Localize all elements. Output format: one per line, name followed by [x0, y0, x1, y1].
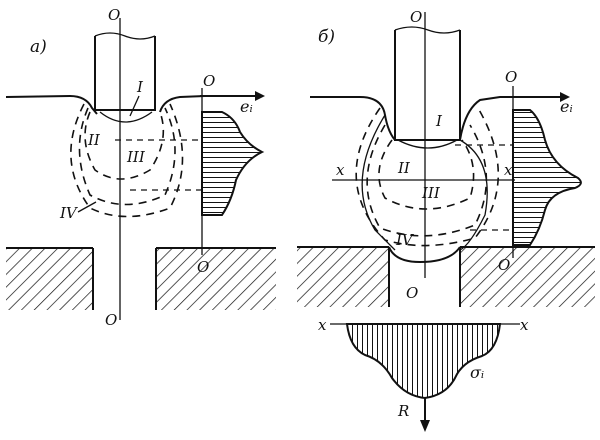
punch-b	[394, 30, 461, 141]
axis-o-top-a: O	[108, 6, 120, 24]
axis-o-bottom-b: O	[406, 284, 418, 302]
strain-profile-a	[201, 111, 265, 216]
die-left-b	[297, 247, 389, 307]
surface-a	[5, 94, 255, 115]
section-x-left-b: x	[336, 161, 345, 179]
zone-label-4a: IV	[59, 204, 79, 222]
zone-label-4b: IV	[395, 231, 415, 249]
zone-label-1a: I	[136, 78, 144, 96]
die-right-b	[460, 247, 595, 307]
section-x-right-b: x	[504, 161, 513, 179]
axis-o-right-top-a: O	[203, 72, 215, 90]
axis-o-top-b: O	[410, 8, 422, 26]
stress-x-right: x	[520, 316, 529, 334]
zone-label-3b: III	[421, 184, 441, 202]
panel-a-label: a)	[30, 37, 47, 57]
strain-label-b: eᵢ	[560, 97, 573, 116]
surface-b	[310, 96, 560, 141]
zone-label-1b: I	[435, 112, 443, 130]
punch-a	[94, 36, 156, 111]
axis-o-bottom-a: O	[105, 311, 117, 329]
panel-b-label: б)	[318, 27, 335, 47]
zone-outline-4b	[355, 107, 500, 247]
axis-o-right-bottom-b: O	[498, 256, 510, 274]
axis-o-right-top-b: O	[505, 68, 517, 86]
zone-label-2b: II	[397, 159, 411, 177]
panel-b: б) O O O	[297, 8, 595, 432]
stress-label: σᵢ	[470, 363, 484, 382]
zone-label-3a: III	[126, 148, 146, 166]
stress-profile	[345, 323, 502, 400]
die-right-a	[156, 248, 276, 310]
die-left-a	[6, 248, 93, 310]
panel-a: a) O O O O I	[5, 6, 276, 329]
stress-x-left: x	[318, 316, 327, 334]
axis-o-right-bottom-a: O	[197, 258, 209, 276]
zone-outline-2a	[84, 111, 165, 180]
zone-outline-3b	[366, 124, 488, 237]
force-label: R	[397, 402, 409, 420]
strain-profile-b	[512, 109, 582, 246]
zone-outline-3a	[78, 107, 176, 206]
body-outline-b	[361, 114, 488, 251]
strain-label-a: eᵢ	[240, 97, 253, 116]
extrusion-neck-b	[388, 246, 461, 264]
zone-label-2a: II	[87, 131, 101, 149]
zone-outline-2b	[378, 139, 475, 210]
